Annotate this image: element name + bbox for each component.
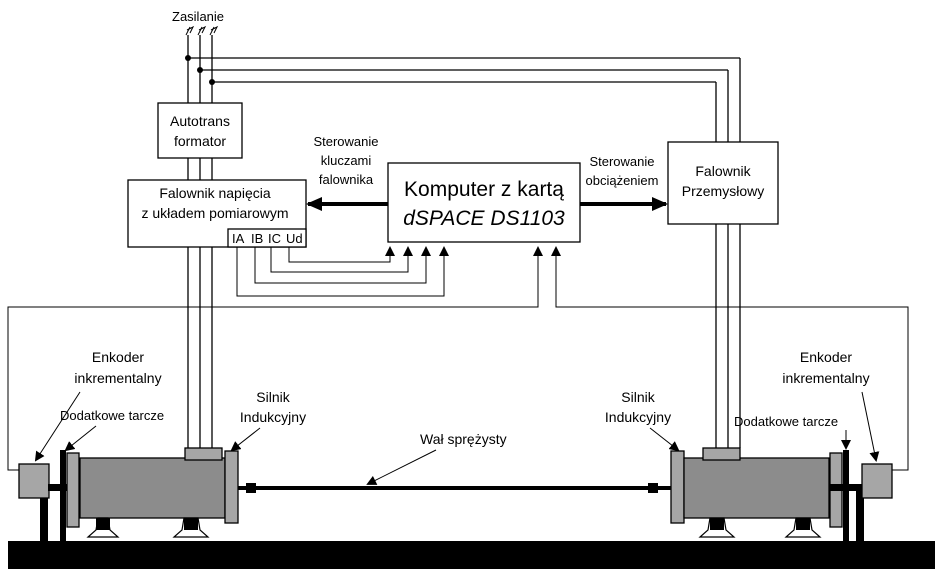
- left-motor-pointer: [230, 427, 261, 452]
- autotransformer-label-2: formator: [174, 133, 226, 149]
- right-motor-pointer: [649, 427, 680, 452]
- control-keys-label-1: Sterowanie: [313, 134, 378, 149]
- computer-label-2: dSPACE DS1103: [403, 207, 565, 230]
- right-encoder-label-2: inkrementalny: [782, 370, 869, 386]
- left-motor-body: [79, 457, 226, 519]
- industrial-inverter-to-right-motor-lines: [715, 224, 741, 448]
- right-motor-body: [683, 457, 830, 519]
- measurement-terminals: [227, 228, 307, 248]
- right-encoder-stand: [856, 488, 864, 542]
- right-disks-label: Dodatkowe tarcze: [734, 414, 838, 429]
- left-encoder-label-2: inkrementalny: [74, 370, 161, 386]
- voltage-inverter-label-1: Falownik napięcia: [159, 185, 270, 201]
- left-motor-terminal-box: [184, 447, 223, 461]
- left-assembly: [18, 447, 239, 542]
- right-motor-label-2: Indukcyjny: [605, 409, 671, 425]
- shaft-pointer: [366, 449, 437, 485]
- right-motor-label-1: Silnik: [621, 389, 655, 405]
- control-load-label-1: Sterowanie: [589, 154, 654, 169]
- shaft-label: Wał sprężysty: [420, 431, 507, 447]
- inverter-to-left-motor-lines: [187, 247, 213, 448]
- voltage-inverter-label-2: z układem pomiarowym: [141, 205, 288, 221]
- computer-box: [387, 162, 581, 243]
- right-disk-1: [843, 450, 849, 542]
- autotransformer-label-1: Autotrans: [170, 113, 230, 129]
- left-disks-label: Dodatkowe tarcze: [60, 408, 164, 423]
- industrial-inverter-box: [667, 141, 779, 225]
- ground-base: [8, 541, 935, 569]
- right-encoder-label-1: Enkoder: [800, 349, 852, 365]
- industrial-inverter-label-2: Przemysłowy: [682, 183, 764, 199]
- meas-ic-label: IC: [268, 231, 281, 246]
- elastic-shaft: [238, 483, 672, 493]
- supply-terminals: [185, 25, 219, 36]
- right-encoder-pointer: [861, 391, 880, 462]
- left-encoder-stand: [40, 488, 48, 542]
- control-load-label-2: obciążeniem: [586, 173, 659, 188]
- computer-label-1: Komputer z kartą: [404, 178, 564, 201]
- industrial-inverter-label-1: Falownik: [695, 163, 751, 179]
- right-motor-terminal-box: [702, 447, 741, 461]
- left-motor-label-2: Indukcyjny: [240, 409, 306, 425]
- right-motor-endshield: [670, 450, 685, 524]
- supply-label: Zasilanie: [172, 9, 224, 24]
- left-encoder-label-1: Enkoder: [92, 349, 144, 365]
- right-assembly: [670, 447, 893, 542]
- left-disk-1: [60, 450, 66, 542]
- left-disks-pointer: [64, 425, 97, 452]
- supply-lines: [185, 35, 741, 142]
- meas-ia-label: IA: [232, 231, 245, 246]
- left-motor-endshield: [224, 450, 239, 524]
- meas-ib-label: IB: [251, 231, 263, 246]
- left-encoder-pointer: [34, 391, 81, 462]
- meas-ud-label: Ud: [286, 231, 303, 246]
- left-encoder: [18, 463, 50, 499]
- control-keys-label-3: falownika: [319, 172, 374, 187]
- right-encoder: [861, 463, 893, 499]
- left-encoder-feedback: [7, 246, 543, 471]
- control-keys-label-2: kluczami: [321, 153, 372, 168]
- autotrans-to-inverter-lines: [187, 158, 213, 180]
- right-encoder-feedback: [551, 246, 909, 471]
- autotransformer-box: [157, 102, 243, 159]
- measurement-feedback-lines: [236, 246, 449, 297]
- left-motor-label-1: Silnik: [256, 389, 290, 405]
- left-disk-2: [66, 452, 80, 528]
